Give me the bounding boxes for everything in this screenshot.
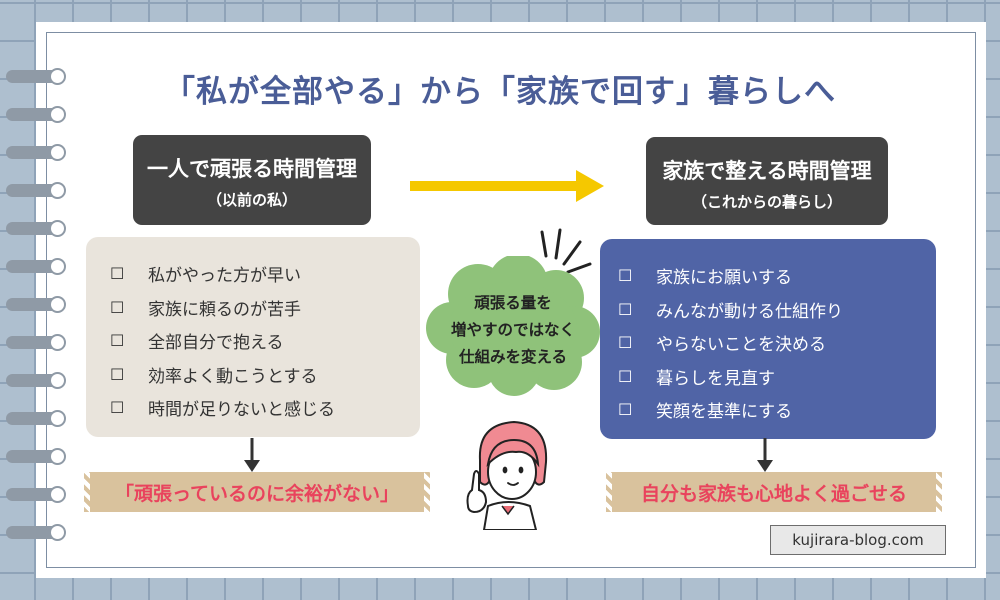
- list-item: ☐私がやった方が早い: [110, 264, 301, 287]
- list-item: ☐時間が足りないと感じる: [110, 398, 335, 421]
- binder-ring: [6, 524, 66, 541]
- left-result-label: 「頑張っているのに余裕がない」: [78, 472, 436, 512]
- arrow-right-icon: [410, 170, 604, 202]
- left-checklist: ☐私がやった方が早い ☐家族に頼るのが苦手 ☐全部自分で抱える ☐効率よく動こう…: [86, 237, 420, 437]
- right-subheading: （これからの暮らし）: [691, 193, 842, 211]
- list-item: ☐全部自分で抱える: [110, 331, 284, 354]
- binder-ring: [6, 182, 66, 199]
- binder-ring: [6, 220, 66, 237]
- right-checklist: ☐家族にお願いする ☐みんなが動ける仕組作り ☐やらないことを決める ☐暮らしを…: [600, 239, 936, 439]
- list-item: ☐暮らしを見直す: [618, 366, 775, 389]
- checkbox-icon: ☐: [110, 331, 125, 351]
- emphasis-rays-icon: [540, 228, 592, 274]
- checkbox-icon: ☐: [618, 333, 633, 353]
- list-item: ☐家族にお願いする: [618, 266, 792, 289]
- binder-ring: [6, 486, 66, 503]
- left-subheading: （以前の私）: [206, 191, 297, 209]
- binder-ring: [6, 258, 66, 275]
- binder-ring: [6, 144, 66, 161]
- arrow-down-icon: [244, 438, 260, 472]
- page-title: 「私が全部やる」から「家族で回す」暮らしへ: [164, 74, 836, 110]
- list-item: ☐やらないことを決める: [618, 333, 826, 356]
- binder-ring: [6, 372, 66, 389]
- left-heading-box: 一人で頑張る時間管理 （以前の私）: [133, 135, 371, 225]
- binder-ring: [6, 106, 66, 123]
- right-heading-box: 家族で整える時間管理 （これからの暮らし）: [646, 137, 888, 225]
- list-item: ☐効率よく動こうとする: [110, 364, 318, 387]
- cloud-bubble-text: 頑張る量を 増やすのではなく 仕組みを変える: [450, 294, 575, 366]
- right-result-label: 自分も家族も心地よく過ごせる: [600, 472, 948, 512]
- binder-ring: [6, 68, 66, 85]
- checkbox-icon: ☐: [110, 297, 125, 317]
- checkbox-icon: ☐: [110, 398, 125, 418]
- checkbox-icon: ☐: [618, 366, 633, 386]
- binder-ring: [6, 448, 66, 465]
- binder-ring: [6, 334, 66, 351]
- list-item: ☐みんなが動ける仕組作り: [618, 299, 843, 322]
- binder-ring: [6, 296, 66, 313]
- checkbox-icon: ☐: [110, 364, 125, 384]
- binder-ring: [6, 410, 66, 427]
- checkbox-icon: ☐: [618, 299, 633, 319]
- site-watermark: kujirara-blog.com: [770, 525, 946, 555]
- left-heading: 一人で頑張る時間管理: [147, 157, 357, 181]
- checkbox-icon: ☐: [110, 264, 125, 284]
- cloud-speech-bubble: [426, 256, 600, 396]
- checkbox-icon: ☐: [618, 400, 633, 420]
- list-item: ☐家族に頼るのが苦手: [110, 297, 301, 320]
- right-heading: 家族で整える時間管理: [662, 159, 872, 183]
- list-item: ☐笑顔を基準にする: [618, 400, 793, 423]
- arrow-down-icon: [757, 438, 773, 472]
- checkbox-icon: ☐: [618, 266, 633, 286]
- girl-pointing-illustration: [466, 420, 548, 530]
